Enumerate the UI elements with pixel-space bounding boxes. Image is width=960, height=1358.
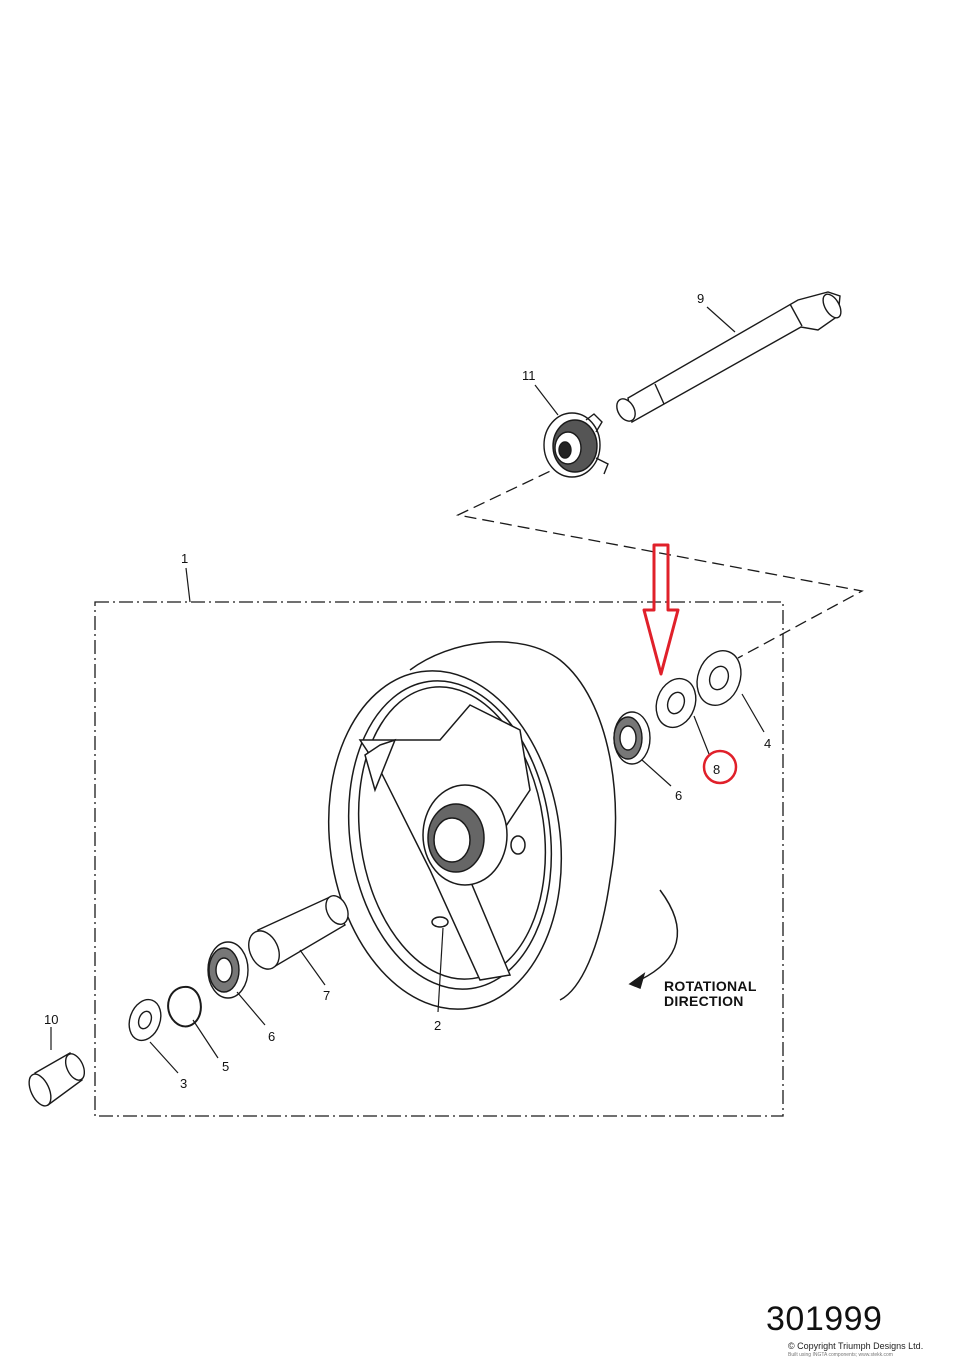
callout-2: 2 bbox=[434, 1018, 441, 1033]
rotation-note-line2: DIRECTION bbox=[664, 993, 744, 1009]
callout-3: 3 bbox=[180, 1076, 187, 1091]
callout-6-right: 6 bbox=[675, 788, 682, 803]
distance-tube-part bbox=[248, 895, 349, 970]
circlip-part bbox=[167, 985, 202, 1028]
highlight-circle bbox=[702, 749, 738, 785]
callout-1: 1 bbox=[181, 551, 188, 566]
axle-path-dashed bbox=[455, 455, 864, 659]
diagram-number: 301999 bbox=[766, 1300, 883, 1338]
copyright-text: © Copyright Triumph Designs Ltd. bbox=[788, 1341, 924, 1351]
rotation-note-line1: ROTATIONAL bbox=[664, 978, 757, 994]
callout-4: 4 bbox=[764, 736, 771, 751]
callout-5: 5 bbox=[222, 1059, 229, 1074]
callout-8: 8 bbox=[713, 762, 720, 777]
bearing-part-right bbox=[613, 711, 651, 765]
callout-11: 11 bbox=[522, 368, 536, 383]
washer-part-3 bbox=[128, 998, 162, 1042]
callout-6-left: 6 bbox=[268, 1029, 275, 1044]
spacer-part-8 bbox=[655, 677, 697, 729]
callout-10: 10 bbox=[44, 1012, 58, 1027]
bearing-part-left bbox=[207, 941, 249, 999]
wheel-part bbox=[327, 641, 679, 1010]
credit-text: Built using INGTA components; www.stekk.… bbox=[788, 1352, 893, 1358]
assembly-boundary-box bbox=[94, 601, 784, 1117]
callout-7: 7 bbox=[323, 988, 330, 1003]
bush-part bbox=[28, 1052, 86, 1107]
callout-9: 9 bbox=[697, 291, 704, 306]
axle-part bbox=[616, 291, 842, 424]
washer-part-4 bbox=[696, 650, 742, 706]
speedo-drive-part bbox=[543, 412, 609, 478]
leader-lines bbox=[50, 306, 765, 1074]
highlight-arrow bbox=[642, 543, 680, 676]
